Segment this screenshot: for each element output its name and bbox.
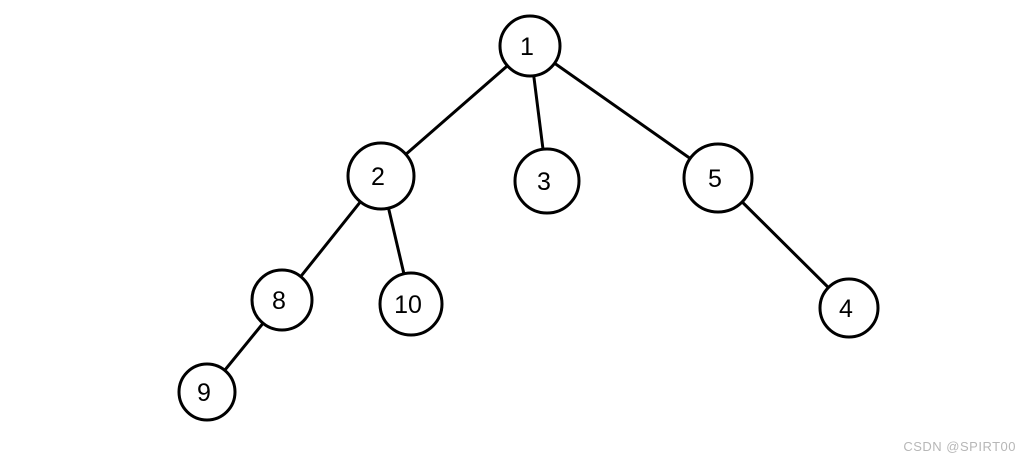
tree-node-3: 3 xyxy=(513,147,581,215)
tree-node-label-9: 9 xyxy=(197,379,211,407)
tree-node-label-8: 8 xyxy=(272,287,286,315)
tree-node-8: 8 xyxy=(250,268,314,332)
tree-node-1: 1 xyxy=(498,14,562,78)
tree-node-label-5: 5 xyxy=(708,165,722,193)
tree-node-label-10: 10 xyxy=(394,291,422,319)
tree-node-circle-2 xyxy=(346,141,416,211)
csdn-watermark: CSDN @SPIRT00 xyxy=(903,439,1016,454)
tree-node-circle-1 xyxy=(498,14,562,78)
tree-node-label-3: 3 xyxy=(537,168,551,196)
tree-node-circle-8 xyxy=(250,268,314,332)
tree-edge-1-5 xyxy=(528,44,720,180)
tree-node-label-4: 4 xyxy=(839,295,853,323)
tree-node-circle-9 xyxy=(177,362,237,422)
tree-node-label-2: 2 xyxy=(371,163,385,191)
tree-node-circle-5 xyxy=(682,142,754,214)
tree-node-2: 2 xyxy=(346,141,416,211)
tree-node-label-1: 1 xyxy=(520,33,534,61)
tree-node-10: 10 xyxy=(378,271,444,337)
tree-node-circle-3 xyxy=(513,147,581,215)
tree-node-9: 9 xyxy=(177,362,237,422)
tree-node-circle-4 xyxy=(818,277,880,339)
tree-node-circle-10 xyxy=(378,271,444,337)
tree-node-5: 5 xyxy=(682,142,754,214)
tree-node-4: 4 xyxy=(818,277,880,339)
